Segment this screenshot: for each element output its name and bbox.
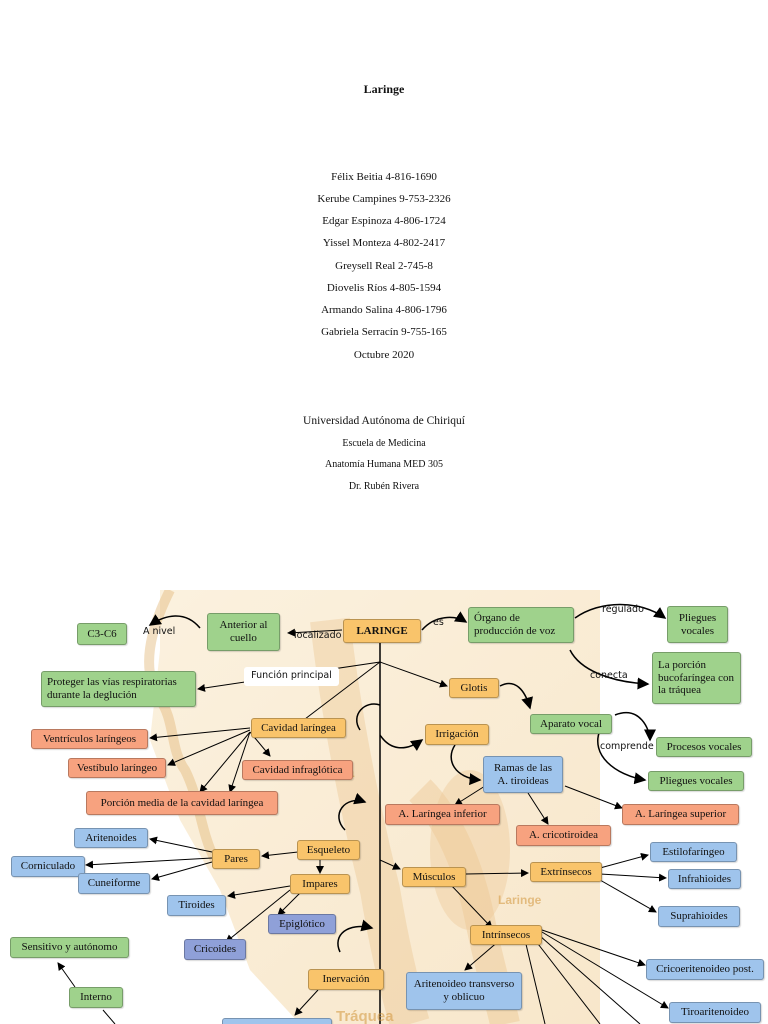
author-line: Félix Beitia 4-816-1690: [331, 171, 437, 183]
node-sensitivo-autonomo: Sensitivo y autónomo: [10, 937, 129, 958]
author-line: Edgar Espinoza 4-806-1724: [322, 215, 446, 227]
node-cricoides: Cricoides: [184, 939, 246, 960]
document-title: Laringe: [363, 82, 405, 96]
node-aritenoideo: Aritenoideo transverso y oblicuo: [406, 972, 522, 1010]
link-conecta: conecta: [590, 670, 628, 681]
document-date: Octubre 2020: [353, 349, 415, 361]
node-suprahioides: Suprahioides: [658, 906, 740, 927]
node-esqueleto: Esqueleto: [297, 840, 360, 860]
node-infrahioides: Infrahioides: [668, 869, 741, 889]
node-laringe: LARINGE: [343, 619, 421, 643]
node-proteger-vias: Proteger las vías respiratorias durante …: [41, 671, 196, 707]
professor-name: Dr. Rubén Rivera: [348, 481, 420, 492]
node-cricoaritenoideo: Cricoeritenoideo post.: [646, 959, 764, 980]
author-line: Gabriela Serracín 9-755-165: [321, 326, 447, 338]
concept-map: na Laringe Tráquea C3-C6 A nivel Anterio…: [0, 590, 768, 1024]
author-line: Diovelis Ríos 4-805-1594: [326, 282, 442, 294]
link-funcion-principal: Función principal: [244, 667, 339, 686]
node-infraglotica: Cavidad infraglótica: [242, 760, 353, 780]
link-es: es: [433, 617, 444, 628]
node-epiglotico: Epiglótico: [268, 914, 336, 934]
node-estilofaringeo: Estilofaríngeo: [650, 842, 737, 862]
node-interno: Interno: [69, 987, 123, 1008]
node-partial-bottom: [222, 1018, 332, 1024]
node-cavidad-laringea: Cavidad laríngea: [251, 718, 346, 738]
node-porcion-media: Porción media de la cavidad laríngea: [86, 791, 278, 815]
course-name: Anatomía Humana MED 305: [324, 459, 444, 470]
node-tiroaritenoideo: Tiroaritenoideo: [669, 1002, 761, 1023]
node-ramas-tiroideas: Ramas de las A. tiroideas: [483, 756, 563, 793]
illustration-label: Tráquea: [336, 1008, 394, 1024]
author-line: Armando Salina 4-806-1796: [321, 304, 447, 316]
author-line: Yissel Monteza 4-802-2417: [322, 237, 446, 249]
node-pares: Pares: [212, 849, 260, 869]
node-intrinsecos: Intrínsecos: [470, 925, 542, 945]
node-tiroides: Tiroides: [167, 895, 226, 916]
node-procesos-vocales: Procesos vocales: [656, 737, 752, 757]
node-irrigacion: Irrigación: [425, 724, 489, 745]
link-a-nivel: A nivel: [143, 626, 176, 637]
node-aparato-vocal: Aparato vocal: [530, 714, 612, 734]
node-porcion-bucofaringea: La porción bucofaríngea con la tráquea: [652, 652, 741, 704]
illustration-label: Laringe: [498, 893, 542, 907]
node-corniculado: Corniculado: [11, 856, 85, 877]
node-cuneiforme: Cuneiforme: [78, 873, 150, 894]
link-localizado: localizado: [294, 630, 342, 641]
node-organo-voz: Órgano de producción de voz: [468, 607, 574, 643]
node-impares: Impares: [290, 874, 350, 894]
node-glotis: Glotis: [449, 678, 499, 698]
node-inervacion: Inervación: [308, 969, 384, 990]
node-vestibulo: Vestíbulo laríngeo: [68, 758, 166, 778]
node-laringea-inferior: A. Laríngea inferior: [385, 804, 500, 825]
author-line: Greysell Real 2-745-8: [335, 260, 433, 272]
node-anterior-cuello: Anterior al cuello: [207, 613, 280, 651]
node-aritenoides: Aritenoides: [74, 828, 148, 848]
school-name: Escuela de Medicina: [342, 438, 426, 449]
node-musculos: Músculos: [402, 867, 466, 887]
node-laringea-superior: A. Laríngea superior: [622, 804, 739, 825]
node-cricotiroidea: A. cricotiroidea: [516, 825, 611, 846]
node-pliegues-vocales-2: Pliegues vocales: [648, 771, 744, 791]
university-name: Universidad Autónoma de Chiriquí: [303, 415, 465, 427]
author-line: Kerube Campines 9-753-2326: [317, 193, 451, 205]
node-pliegues-vocales: Pliegues vocales: [667, 606, 728, 643]
node-ventriculos: Ventrículos laríngeos: [31, 729, 148, 749]
node-extrinsecos: Extrínsecos: [530, 862, 602, 882]
link-regulado: regulado: [602, 604, 644, 615]
node-c3-c6: C3-C6: [77, 623, 127, 645]
link-comprende: comprende: [600, 741, 654, 752]
